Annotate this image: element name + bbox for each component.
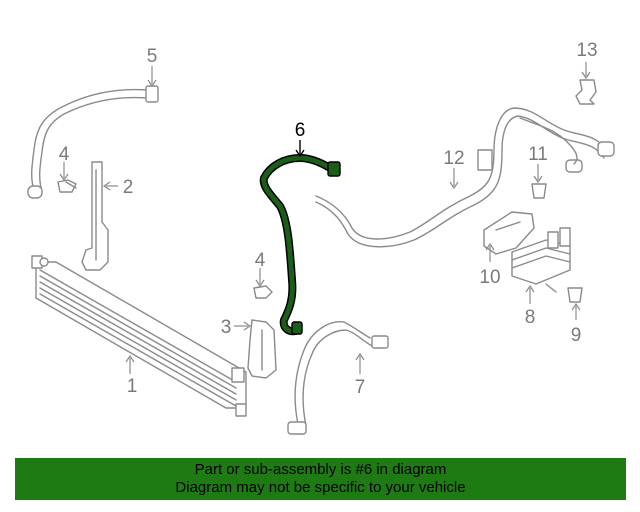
callout-12: 12 <box>443 148 464 169</box>
banner-line-2: Diagram may not be specific to your vehi… <box>175 479 466 496</box>
part-13-clip <box>575 79 597 105</box>
part-4-bolt-left <box>57 179 77 193</box>
part-7-hose <box>287 321 389 435</box>
part-8-oil-cooler <box>511 227 571 293</box>
callout-9: 9 <box>571 325 582 346</box>
callout-1: 1 <box>127 376 138 397</box>
callout-11: 11 <box>528 144 548 165</box>
leader-lines <box>59 62 591 374</box>
part-3-bracket <box>247 319 277 379</box>
callout-4-middle: 4 <box>255 250 266 271</box>
part-1-cooler <box>31 255 247 417</box>
callout-2: 2 <box>123 177 134 198</box>
part-11-bolt <box>531 183 547 199</box>
banner-line-1: Part or sub-assembly is #6 in diagram <box>194 461 447 478</box>
callout-13: 13 <box>576 40 597 61</box>
part-12-tube <box>315 107 615 248</box>
callout-3: 3 <box>221 317 232 338</box>
callout-10: 10 <box>479 267 500 288</box>
part-4-bolt-middle <box>253 285 273 299</box>
callout-4-left: 4 <box>59 144 70 165</box>
part-9-bolt <box>567 287 583 303</box>
callout-8: 8 <box>525 307 536 328</box>
part-2-bracket <box>81 161 109 271</box>
callout-6: 6 <box>295 120 306 141</box>
callout-5: 5 <box>147 46 158 67</box>
info-banner: Part or sub-assembly is #6 in diagram Di… <box>15 458 626 500</box>
callout-7: 7 <box>355 377 366 398</box>
part-6-hose-highlighted <box>259 154 341 336</box>
part-5-hose <box>27 85 159 199</box>
part-10-bracket <box>483 211 535 255</box>
